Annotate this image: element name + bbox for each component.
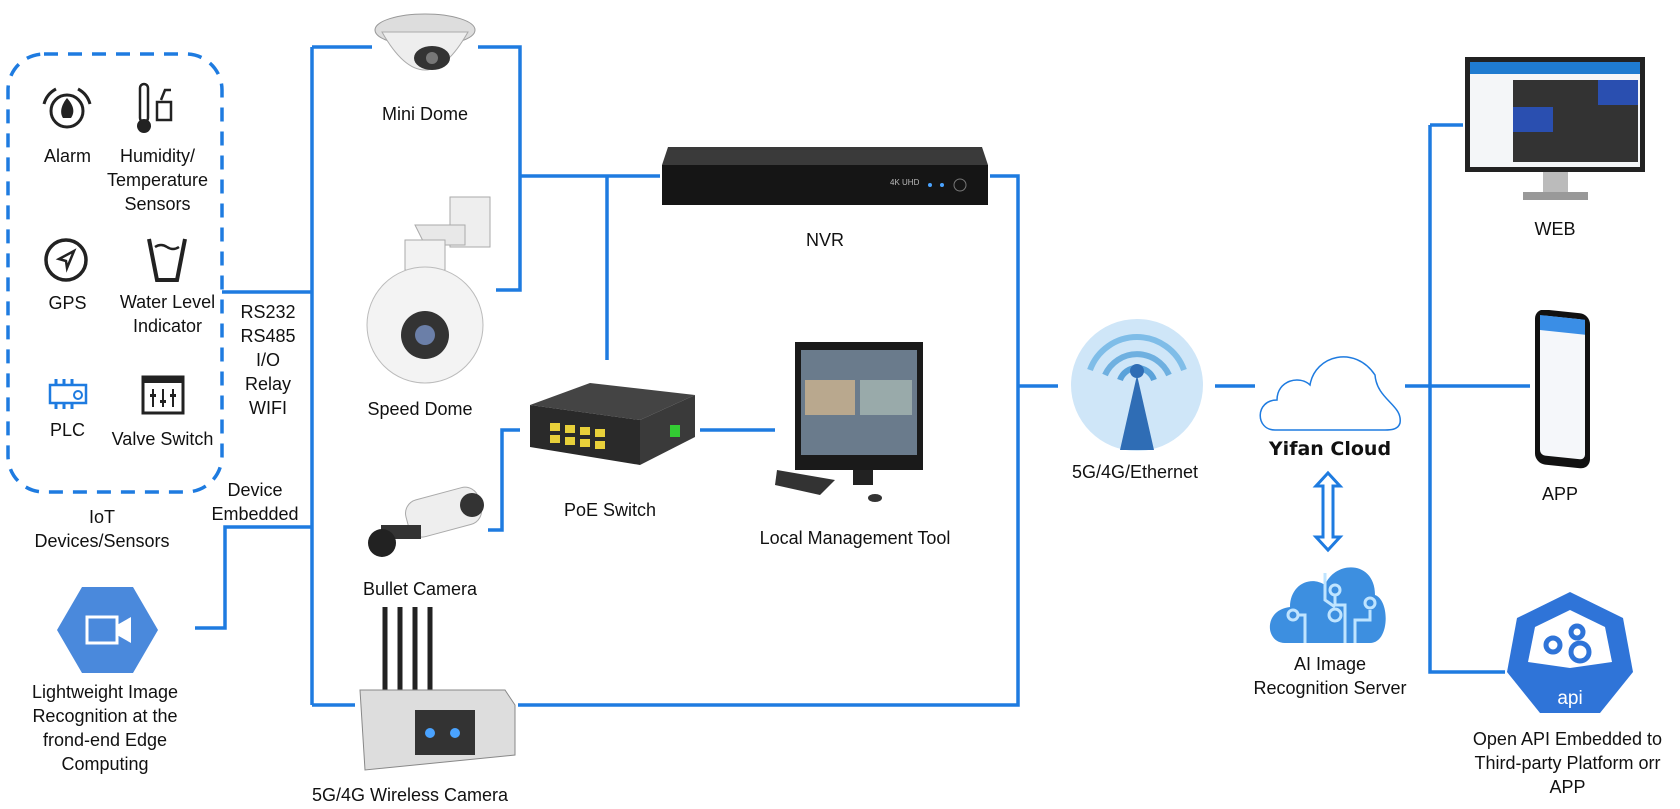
video-ai-hexagon-icon bbox=[57, 587, 158, 673]
ai-server-label: AI Image Recognition Server bbox=[1253, 654, 1407, 698]
compass-icon bbox=[44, 238, 88, 282]
iot-water-label: Water Level Indicator bbox=[119, 292, 216, 336]
wireless-camera-icon bbox=[359, 607, 516, 771]
speed-dome-label: Speed Dome bbox=[367, 399, 473, 419]
edge-label: Lightweight Image Recognition at the fro… bbox=[31, 682, 179, 774]
device-embedded-label: Device Embedded bbox=[211, 480, 299, 524]
ai-cloud-circuit-icon bbox=[1269, 567, 1386, 643]
nvr-device-icon bbox=[662, 147, 988, 205]
poe-switch-label: PoE Switch bbox=[563, 500, 657, 520]
api-badge: api bbox=[1557, 688, 1583, 709]
double-arrow-icon bbox=[1312, 470, 1344, 553]
iot-plc-label: PLC bbox=[49, 420, 85, 440]
web-label: WEB bbox=[1534, 219, 1576, 239]
interfaces-label: RS232 RS485 I/O Relay WIFI bbox=[240, 302, 296, 418]
mini-dome-camera-icon bbox=[374, 13, 476, 71]
cloud-label: Yifan Cloud bbox=[1268, 438, 1392, 460]
local-tool-label: Local Management Tool bbox=[759, 528, 951, 548]
web-monitor-icon bbox=[1465, 57, 1645, 200]
iot-caption: IoT Devices/Sensors bbox=[34, 507, 170, 551]
mini-dome-label: Mini Dome bbox=[381, 104, 469, 124]
sliders-icon bbox=[141, 375, 185, 415]
thermometer-icon bbox=[137, 82, 173, 133]
fire-alarm-icon bbox=[42, 87, 92, 129]
api-label: Open API Embedded to Third-party Platfor… bbox=[1472, 729, 1663, 797]
nvr-label: NVR bbox=[805, 230, 844, 250]
wireless-camera-label: 5G/4G Wireless Camera bbox=[311, 785, 509, 805]
network-label: 5G/4G/Ethernet bbox=[1071, 462, 1199, 482]
iot-humidity-label: Humidity/ Temperature Sensors bbox=[106, 146, 209, 214]
iot-alarm-label: Alarm bbox=[43, 146, 91, 166]
water-cup-icon bbox=[147, 238, 187, 282]
wireless-tower-icon bbox=[1071, 319, 1203, 451]
poe-switch-icon bbox=[530, 383, 695, 465]
bullet-camera-icon bbox=[368, 486, 484, 557]
bullet-camera-label: Bullet Camera bbox=[362, 579, 478, 599]
edge-link-line bbox=[195, 525, 312, 630]
smartphone-icon bbox=[1535, 310, 1590, 469]
chip-icon bbox=[48, 379, 88, 409]
api-gears-icon bbox=[1507, 592, 1633, 713]
cloud-icon bbox=[1259, 356, 1401, 431]
iot-valve-label: Valve Switch bbox=[111, 429, 214, 449]
app-label: APP bbox=[1541, 484, 1579, 504]
wireless-uplink-line bbox=[518, 174, 1020, 707]
iot-gps-label: GPS bbox=[48, 293, 87, 313]
speed-dome-camera-icon bbox=[366, 196, 491, 384]
nvr-badge: 4K UHD bbox=[890, 178, 920, 187]
monitor-keyboard-icon bbox=[775, 342, 923, 502]
